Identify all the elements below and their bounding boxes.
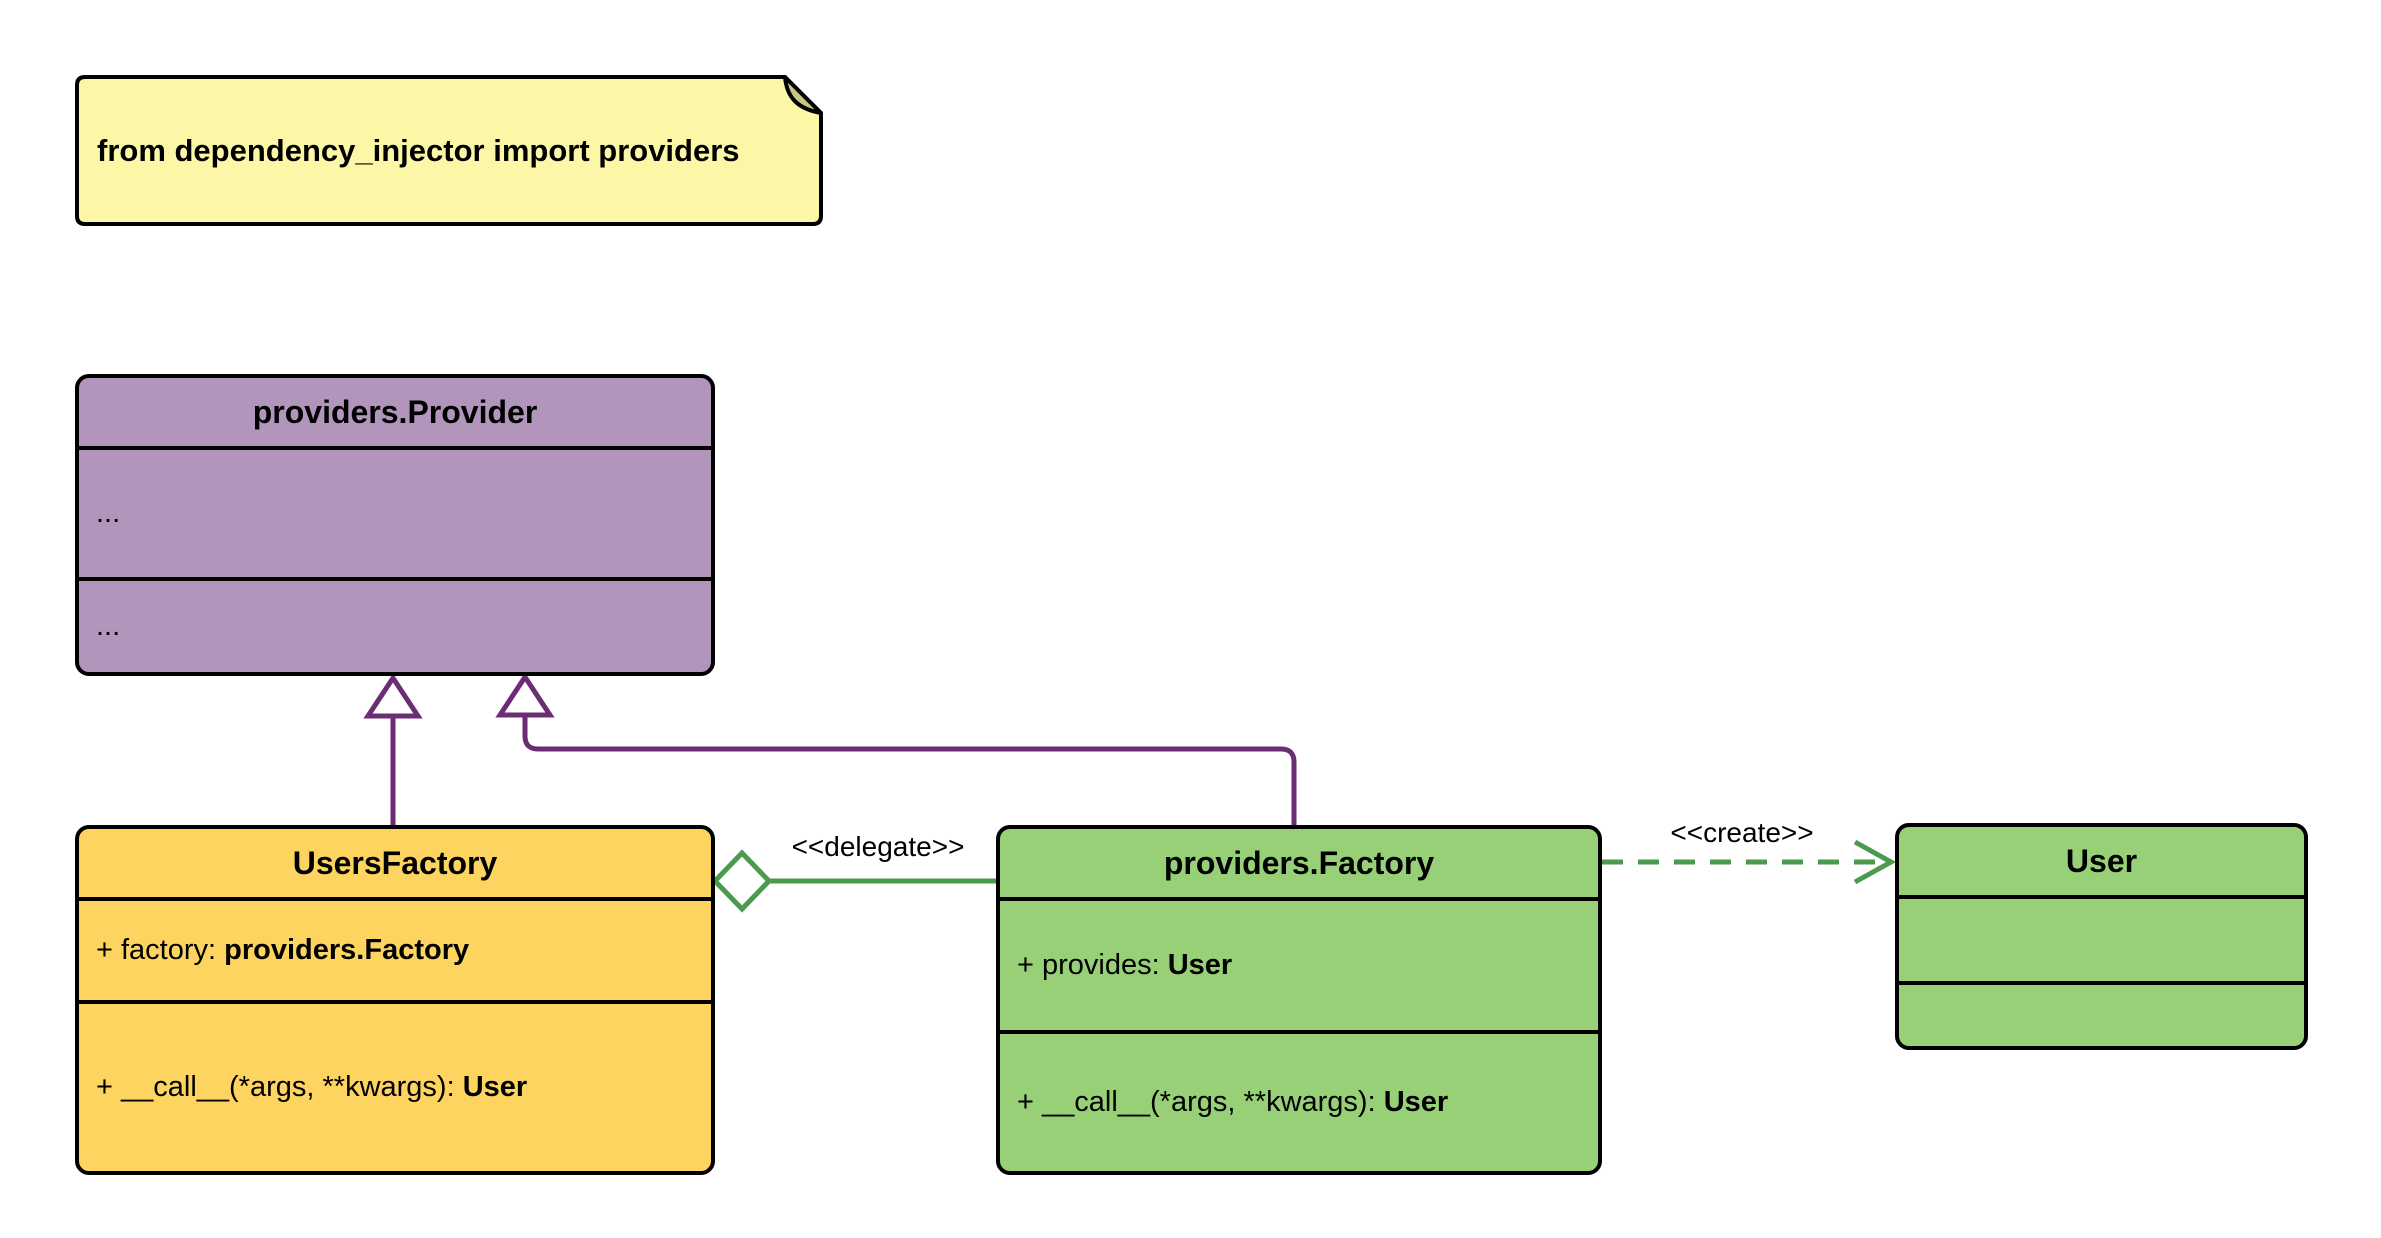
delegate-stereotype-label: <<delegate>>	[791, 831, 965, 862]
class-user: User	[1895, 823, 2308, 1050]
class-users-factory: UsersFactory + factory: providers.Factor…	[75, 825, 715, 1175]
note-shape	[75, 75, 823, 226]
attribute-placeholder: ...	[96, 497, 121, 529]
class-attributes-section	[1899, 899, 2304, 985]
attribute-line: + provides: User	[1017, 949, 1233, 981]
class-providers-factory: providers.Factory + provides: User + __c…	[996, 825, 1602, 1175]
class-methods-section	[1899, 985, 2304, 1046]
class-title: User	[1899, 827, 2304, 899]
method-placeholder: ...	[96, 610, 121, 642]
method-line: + __call__(*args, **kwargs): User	[96, 1071, 528, 1103]
generalization-edge-factory	[522, 715, 1297, 825]
class-attributes-section: + provides: User	[1000, 901, 1598, 1034]
class-methods-section: + __call__(*args, **kwargs): User	[79, 1004, 711, 1171]
method-line: + __call__(*args, **kwargs): User	[1017, 1086, 1449, 1118]
class-title: providers.Factory	[1000, 829, 1598, 901]
create-stereotype-label: <<create>>	[1670, 817, 1814, 848]
class-attributes-section: ...	[79, 450, 711, 581]
class-title: providers.Provider	[79, 378, 711, 450]
class-providers-provider: providers.Provider ... ...	[75, 374, 715, 676]
class-methods-section: + __call__(*args, **kwargs): User	[1000, 1034, 1598, 1171]
class-title: UsersFactory	[79, 829, 711, 901]
note-fold-icon	[783, 75, 823, 115]
attribute-line: + factory: providers.Factory	[96, 934, 470, 966]
import-note: from dependency_injector import provider…	[97, 132, 740, 168]
hollow-triangle-icon	[495, 672, 555, 718]
aggregation-diamond-icon	[711, 849, 773, 913]
hollow-triangle-icon	[363, 673, 423, 719]
class-methods-section: ...	[79, 581, 711, 672]
class-attributes-section: + factory: providers.Factory	[79, 901, 711, 1004]
open-arrowhead-icon	[1853, 839, 1897, 885]
